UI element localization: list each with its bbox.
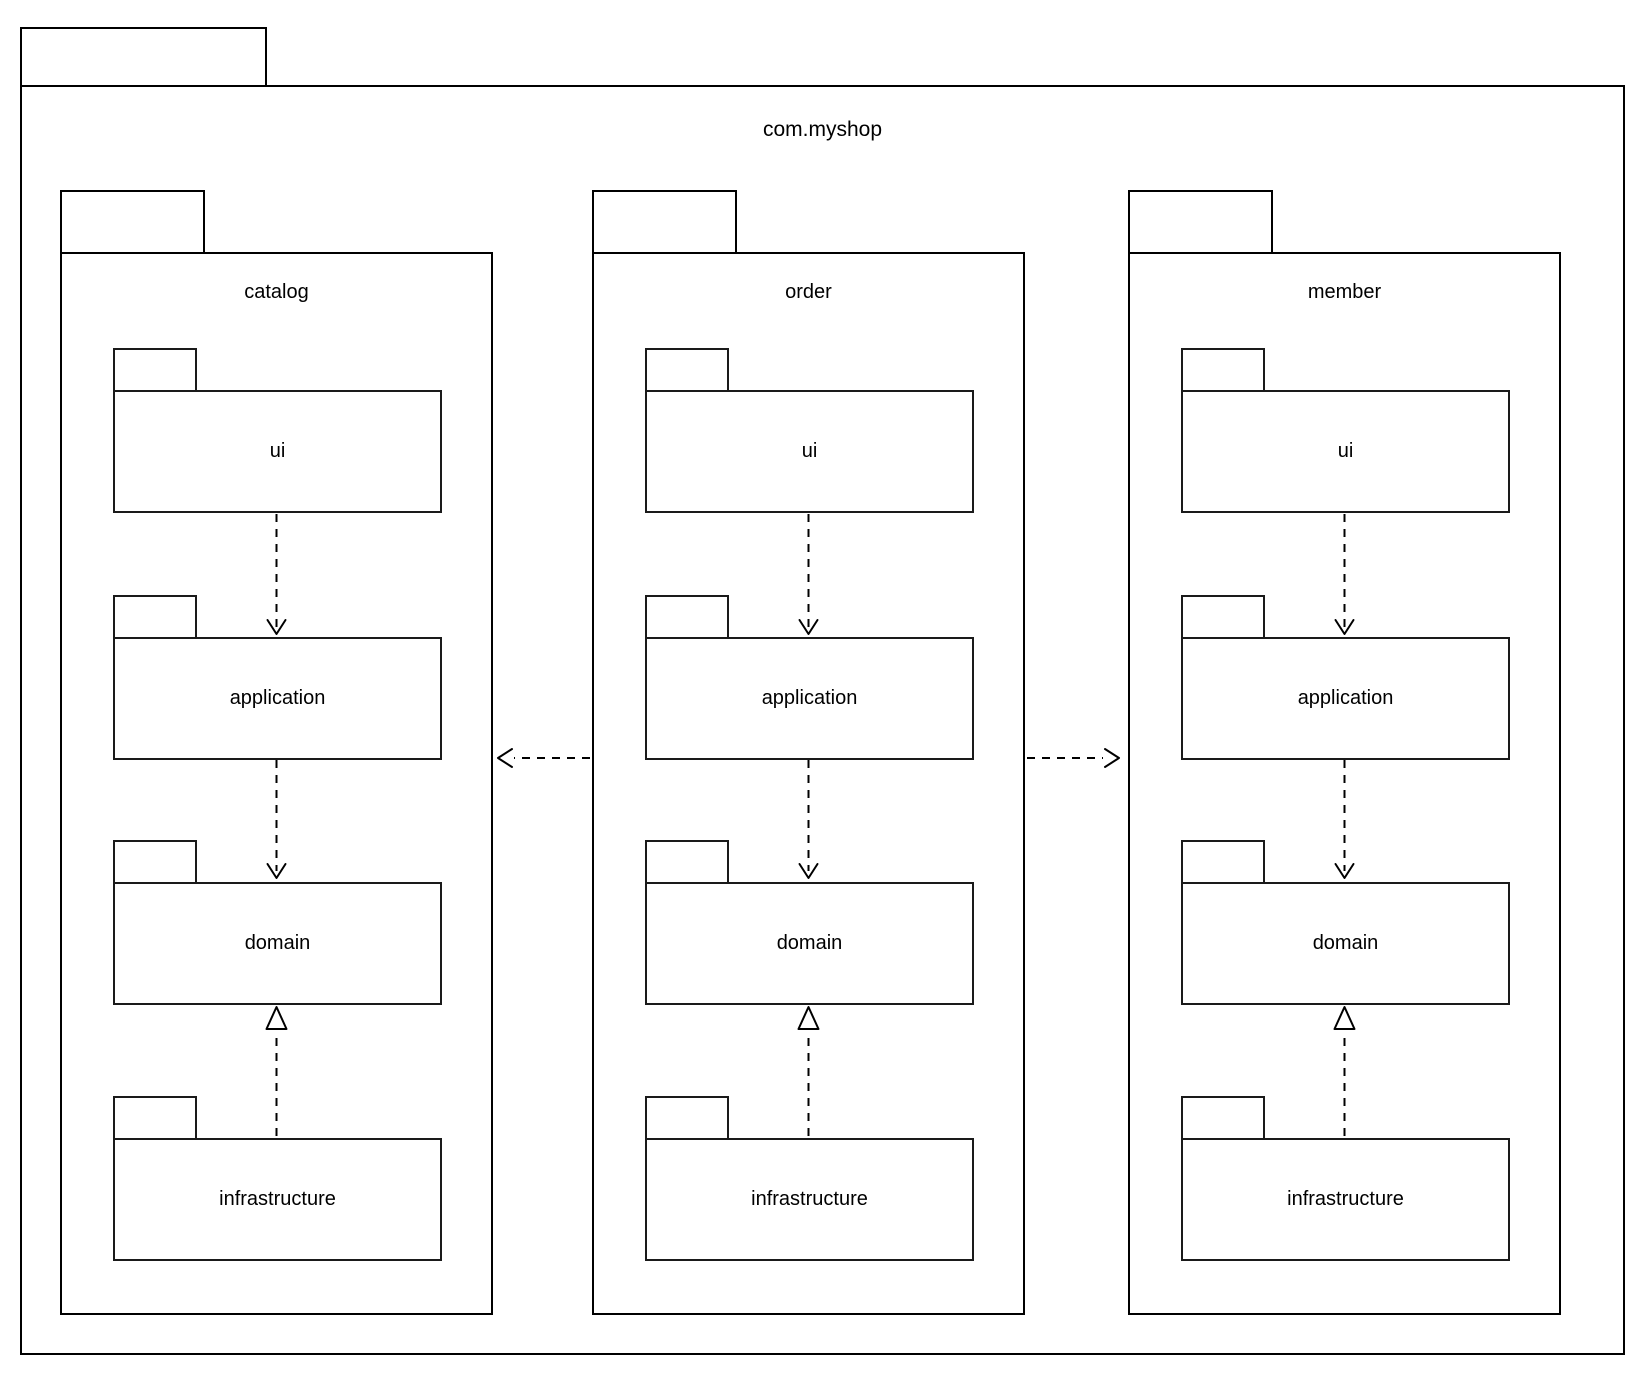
package-catalog-domain-label: domain <box>244 932 311 954</box>
package-member-application: application <box>1181 595 1510 761</box>
package-root-label: com.myshop <box>762 118 883 141</box>
package-catalog-label: catalog <box>244 281 309 303</box>
package-order-label: order <box>785 281 832 303</box>
package-catalog-domain: domain <box>113 840 442 1006</box>
package-catalog-application-body: application <box>113 637 442 760</box>
package-member: member ui application domain infrastruct… <box>1128 190 1561 1318</box>
package-catalog-ui: ui <box>113 348 442 514</box>
package-catalog-infrastructure-label: infrastructure <box>219 1188 336 1210</box>
package-member-domain-body: domain <box>1181 882 1510 1005</box>
package-root-tab <box>20 27 267 87</box>
package-order-tab <box>592 190 737 254</box>
package-member-ui-tab <box>1181 348 1265 392</box>
package-member-ui-body: ui <box>1181 390 1510 513</box>
package-order-domain: domain <box>645 840 974 1006</box>
package-catalog-application: application <box>113 595 442 761</box>
package-member-domain-tab <box>1181 840 1265 884</box>
package-member-infrastructure-body: infrastructure <box>1181 1138 1510 1261</box>
package-member-infrastructure-label: infrastructure <box>1287 1188 1404 1210</box>
package-order-ui-body: ui <box>645 390 974 513</box>
package-order-infrastructure-tab <box>645 1096 729 1140</box>
package-member-ui: ui <box>1181 348 1510 514</box>
package-order-application-body: application <box>645 637 974 760</box>
package-order: order ui application domain infrastructu… <box>592 190 1025 1318</box>
package-catalog: catalog ui application domain infrastruc… <box>60 190 493 1318</box>
package-catalog-application-tab <box>113 595 197 639</box>
package-order-domain-label: domain <box>776 932 843 954</box>
package-order-ui-tab <box>645 348 729 392</box>
package-catalog-ui-tab <box>113 348 197 392</box>
package-member-infrastructure: infrastructure <box>1181 1096 1510 1262</box>
package-member-application-body: application <box>1181 637 1510 760</box>
package-member-ui-label: ui <box>1337 440 1354 462</box>
package-member-domain-label: domain <box>1312 932 1379 954</box>
package-catalog-tab <box>60 190 205 254</box>
package-order-domain-body: domain <box>645 882 974 1005</box>
package-member-tab <box>1128 190 1273 254</box>
package-order-infrastructure-label: infrastructure <box>751 1188 868 1210</box>
package-member-application-tab <box>1181 595 1265 639</box>
package-order-ui: ui <box>645 348 974 514</box>
package-catalog-infrastructure: infrastructure <box>113 1096 442 1262</box>
package-order-application: application <box>645 595 974 761</box>
package-member-infrastructure-tab <box>1181 1096 1265 1140</box>
package-catalog-ui-body: ui <box>113 390 442 513</box>
package-catalog-infrastructure-body: infrastructure <box>113 1138 442 1261</box>
package-member-domain: domain <box>1181 840 1510 1006</box>
package-catalog-ui-label: ui <box>269 440 286 462</box>
package-order-domain-tab <box>645 840 729 884</box>
package-order-ui-label: ui <box>801 440 818 462</box>
package-order-infrastructure-body: infrastructure <box>645 1138 974 1261</box>
package-order-infrastructure: infrastructure <box>645 1096 974 1262</box>
package-catalog-infrastructure-tab <box>113 1096 197 1140</box>
package-order-application-label: application <box>761 687 858 709</box>
package-catalog-domain-body: domain <box>113 882 442 1005</box>
package-catalog-application-label: application <box>229 687 326 709</box>
package-member-label: member <box>1307 281 1382 303</box>
package-catalog-domain-tab <box>113 840 197 884</box>
package-member-application-label: application <box>1297 687 1394 709</box>
package-order-application-tab <box>645 595 729 639</box>
